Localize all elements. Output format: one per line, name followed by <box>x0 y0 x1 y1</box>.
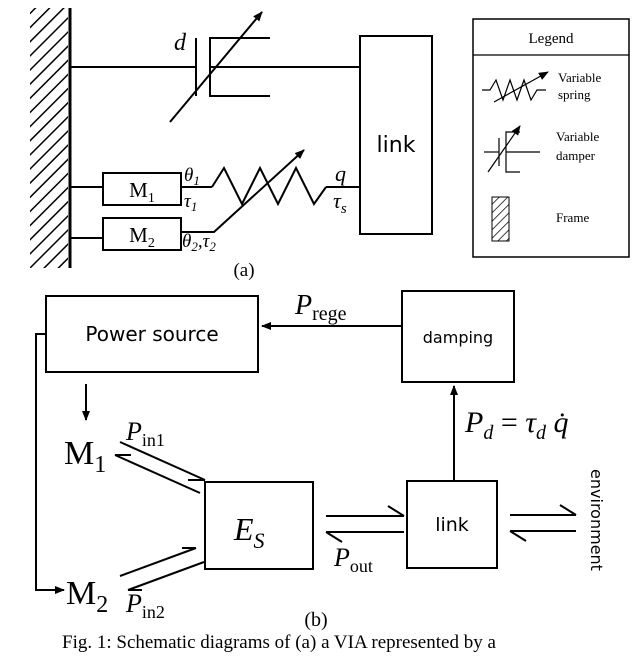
legend-damper-text-1: Variable <box>556 129 600 144</box>
p-rege-label: Prege <box>294 290 347 325</box>
m2-label: M2 <box>66 575 108 618</box>
motor1-base: M <box>129 178 148 202</box>
motor1-box: M1 <box>102 172 182 206</box>
damping-box <box>401 290 515 383</box>
panel-b-label: (b) <box>304 609 327 631</box>
p-in1-label: Pin1 <box>125 417 165 450</box>
p-out-label: Pout <box>333 543 373 576</box>
motor2-sub: 2 <box>148 236 155 251</box>
theta2-tau2-label: θ2,τ2 <box>182 231 216 254</box>
p-in2-label: Pin2 <box>125 589 165 622</box>
damping-label: damping <box>423 328 493 347</box>
es-box <box>204 481 314 570</box>
panel-a-label: (a) <box>233 260 254 281</box>
legend-frame-icon <box>491 196 510 242</box>
legend-spring-text-2: spring <box>558 87 591 102</box>
panel-b: Power source damping Prege M1 M2 ES link… <box>35 290 606 631</box>
tau1-label: τ1 <box>184 191 197 214</box>
legend-spring-text-1: Variable <box>558 70 602 85</box>
source-to-m2-arrow <box>35 333 65 594</box>
legend-box: Legend Variable spring Variable damper F… <box>472 18 630 258</box>
link-label-a: link <box>377 133 416 158</box>
svg-text:M2: M2 <box>129 223 155 251</box>
environment-label: environment <box>587 469 606 571</box>
svg-text:M1: M1 <box>129 178 155 206</box>
q-label: q <box>335 161 346 186</box>
legend-spring-icon <box>482 71 549 103</box>
panel-a: d link M1 M2 θ1 τ <box>30 8 630 281</box>
motor1-sub: 1 <box>148 191 155 206</box>
es-link-exchange-arrows <box>325 505 405 543</box>
variable-damper: d <box>70 11 360 123</box>
link-label-b: link <box>435 514 469 536</box>
legend-title: Legend <box>529 31 574 47</box>
frame-wall <box>30 8 72 268</box>
motor2-base: M <box>129 223 148 247</box>
m1-label: M1 <box>64 435 106 478</box>
power-source-label: Power source <box>85 322 218 346</box>
figure-caption: Fig. 1: Schematic diagrams of (a) a VIA … <box>62 632 496 653</box>
es-label: ES <box>233 511 265 553</box>
link-box-b <box>406 480 498 569</box>
motor2-box: M2 <box>102 217 182 251</box>
power-source-box <box>45 295 259 373</box>
link-environment-exchange-arrows <box>509 504 577 542</box>
variable-spring <box>181 149 360 233</box>
p-d-equation: Pd = τd q̇ <box>464 406 569 444</box>
theta1-label: θ1 <box>184 165 200 188</box>
m1-es-exchange-arrows <box>114 441 206 494</box>
legend-frame-text: Frame <box>556 210 589 225</box>
legend-damper-icon <box>484 125 540 173</box>
legend-damper-text-2: damper <box>556 148 596 163</box>
m2-es-exchange-arrows <box>119 547 205 591</box>
tau-s-label: τs <box>333 188 347 217</box>
link-box-a <box>359 35 433 235</box>
damper-label: d <box>174 30 187 56</box>
